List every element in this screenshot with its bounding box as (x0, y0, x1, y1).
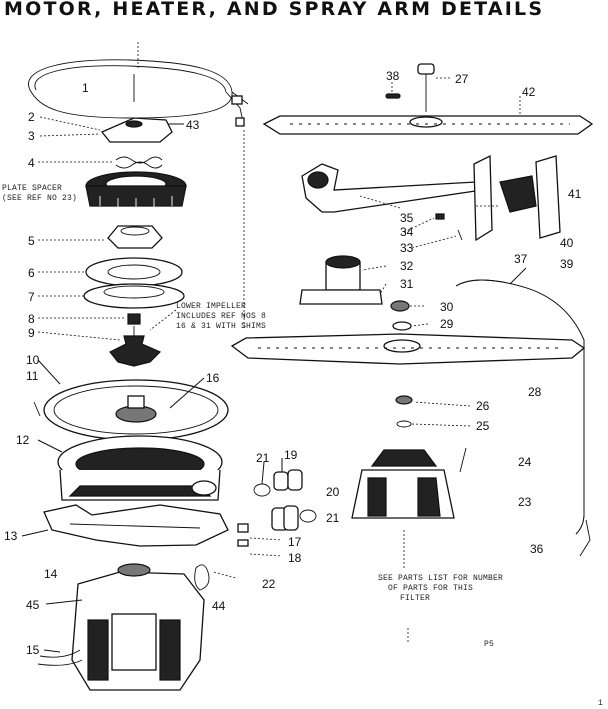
callout-10: 10 (26, 353, 40, 367)
clip-lead-line (213, 571, 237, 579)
callout-2: 2 (28, 110, 35, 124)
ps-mark: P5 (484, 640, 494, 649)
callout-17: 17 (288, 535, 302, 549)
callout-26: 26 (476, 399, 490, 413)
callout-9: 9 (28, 326, 35, 340)
callout-6: 6 (28, 266, 35, 280)
callout-37: 37 (514, 252, 528, 266)
splash-plate (43, 504, 229, 547)
lower-impeller-note-line-3: 16 & 31 WITH SHIMS (176, 322, 266, 331)
leader-lines (21, 77, 527, 653)
filter-note-line-1: SEE PARTS LIST FOR NUMBER (378, 574, 503, 583)
plate-spacer-note-line-2: (SEE REF NO 23) (2, 194, 77, 203)
bolts (237, 523, 249, 547)
callout-32: 32 (400, 259, 414, 273)
callout-21-lower: 21 (326, 511, 340, 525)
impeller-housing-top (107, 225, 163, 249)
coarse-strainer (351, 449, 455, 519)
heater-element (28, 59, 249, 127)
callout-1: 1 (82, 81, 89, 95)
callout-40: 40 (560, 236, 574, 250)
callout-29: 29 (440, 317, 454, 331)
screw (33, 401, 41, 417)
motor-clip (194, 564, 210, 591)
lower-impeller-note-line-2: INCLUDES REF NOS 8 (176, 312, 266, 321)
upper-spray-arm (262, 115, 594, 135)
callout-45: 45 (26, 598, 40, 612)
mount-bracket (476, 155, 561, 239)
small-screws (435, 213, 463, 241)
callout-13: 13 (4, 529, 18, 543)
pump-base-ring (43, 379, 229, 441)
plate-spacer-note-line-1: PLATE SPACER (2, 184, 62, 193)
callout-12: 12 (16, 433, 30, 447)
plate-spacer-note: PLATE SPACER (SEE REF NO 23) (2, 184, 77, 203)
callout-28: 28 (528, 385, 542, 399)
washer-top (390, 300, 410, 312)
callout-3: 3 (28, 129, 35, 143)
callout-35: 35 (400, 211, 414, 225)
nut (395, 395, 413, 405)
callout-16: 16 (206, 371, 220, 385)
diagram-title: MOTOR, HEATER, AND SPRAY ARM DETAILS (4, 0, 545, 20)
spring-ring (115, 156, 163, 164)
callout-44: 44 (212, 599, 226, 613)
washer-bottom (392, 321, 412, 331)
lower-spray-arm (230, 333, 586, 365)
lower-impeller-note: LOWER IMPELLER INCLUDES REF NOS 8 16 & 3… (176, 302, 266, 331)
seal (396, 420, 412, 428)
callout-7: 7 (28, 290, 35, 304)
callout-23: 23 (518, 495, 532, 509)
callout-39: 39 (560, 257, 574, 271)
callout-21-upper: 21 (256, 451, 270, 465)
strainer-screw (459, 447, 467, 473)
pin (385, 93, 401, 99)
drive-motor (37, 563, 205, 691)
callout-33: 33 (400, 241, 414, 255)
fill-tube (455, 279, 591, 557)
callout-4: 4 (28, 156, 35, 170)
callout-labels: 1 2 3 4 5 6 7 8 9 10 11 12 13 14 45 15 4… (4, 69, 582, 657)
pump-rings (83, 257, 185, 309)
filter-note: SEE PARTS LIST FOR NUMBER OF PARTS FOR T… (378, 574, 503, 603)
callout-11: 11 (26, 369, 39, 383)
callout-31: 31 (400, 277, 414, 291)
callout-36: 36 (530, 542, 544, 556)
pump-body (57, 435, 223, 501)
callout-19: 19 (284, 448, 298, 462)
callout-8: 8 (28, 312, 35, 326)
callout-30: 30 (440, 300, 454, 314)
callout-42: 42 (522, 85, 536, 99)
callout-27: 27 (455, 72, 469, 86)
callout-43: 43 (186, 118, 200, 132)
filter-note-line-2: OF PARTS FOR THIS (388, 584, 473, 593)
callout-34: 34 (400, 225, 414, 239)
callout-15: 15 (26, 643, 40, 657)
lower-impeller (109, 313, 162, 367)
callout-41: 41 (568, 187, 582, 201)
filter-note-line-3: FILTER (400, 594, 430, 603)
impeller-cover (100, 117, 173, 143)
callout-20: 20 (326, 485, 340, 499)
callout-24: 24 (518, 455, 532, 469)
plate-spacer (85, 171, 187, 208)
callout-38: 38 (386, 69, 400, 83)
lower-impeller-note-line-1: LOWER IMPELLER (176, 302, 246, 311)
callout-14: 14 (44, 567, 58, 581)
stud (417, 63, 435, 112)
callout-22: 22 (262, 577, 276, 591)
feed-tube (299, 255, 383, 305)
callout-25: 25 (476, 419, 490, 433)
callout-5: 5 (28, 234, 35, 248)
spray-manifold (301, 154, 493, 242)
spring-ring-lower (115, 161, 163, 169)
hose-clamps (253, 469, 317, 531)
callout-18: 18 (288, 551, 302, 565)
corner-mark: 1 (598, 699, 603, 708)
